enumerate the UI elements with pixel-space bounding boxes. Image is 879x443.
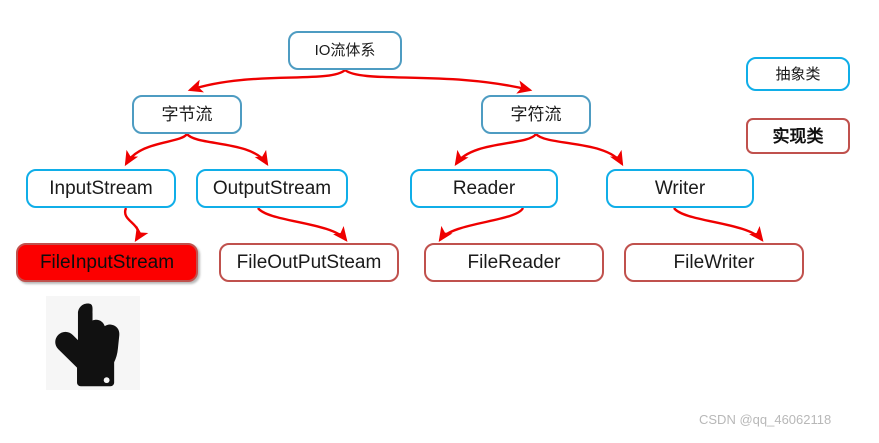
edge-input-stream-to-file-input-stream bbox=[123, 207, 149, 243]
node-output-stream[interactable]: OutputStream bbox=[196, 169, 348, 208]
node-byte-stream[interactable]: 字节流 bbox=[132, 95, 242, 134]
node-label: OutputStream bbox=[212, 178, 332, 199]
legend-label: 实现类 bbox=[772, 126, 824, 146]
node-io-stream-system[interactable]: IO流体系 bbox=[288, 31, 402, 70]
edge-byte-stream-to-input-stream bbox=[124, 133, 188, 167]
node-file-input-stream[interactable]: FileInputStream bbox=[16, 243, 198, 282]
node-file-reader[interactable]: FileReader bbox=[424, 243, 604, 282]
edge-byte-stream-to-output-stream bbox=[186, 133, 269, 167]
edge-writer-to-file-writer bbox=[673, 207, 764, 242]
edge-root-to-char-stream bbox=[344, 68, 533, 94]
node-label: IO流体系 bbox=[314, 42, 376, 59]
edge-char-stream-to-reader bbox=[454, 133, 537, 166]
edge-output-stream-to-file-output-steam bbox=[257, 207, 348, 242]
node-label: FileInputStream bbox=[39, 252, 175, 273]
legend-label: 抽象类 bbox=[775, 65, 821, 83]
node-label: 字节流 bbox=[161, 105, 213, 124]
node-label: Writer bbox=[654, 178, 706, 199]
node-label: FileOutPutSteam bbox=[236, 252, 382, 273]
node-file-writer[interactable]: FileWriter bbox=[624, 243, 804, 282]
legend-abstract-class: 抽象类 bbox=[746, 57, 850, 91]
node-label: Reader bbox=[452, 178, 516, 199]
edge-root-to-byte-stream bbox=[187, 69, 346, 93]
node-reader[interactable]: Reader bbox=[410, 169, 558, 208]
node-label: 字符流 bbox=[510, 105, 562, 124]
legend-implementation-class: 实现类 bbox=[746, 118, 850, 154]
node-file-output-steam[interactable]: FileOutPutSteam bbox=[219, 243, 399, 282]
watermark-text: CSDN @qq_46062118 bbox=[699, 412, 832, 427]
edge-char-stream-to-writer bbox=[535, 133, 624, 167]
node-writer[interactable]: Writer bbox=[606, 169, 754, 208]
node-input-stream[interactable]: InputStream bbox=[26, 169, 176, 208]
pointing-hand-icon bbox=[46, 296, 140, 390]
pointing-hand-glyph bbox=[55, 303, 120, 387]
node-label: FileWriter bbox=[673, 252, 755, 273]
node-char-stream[interactable]: 字符流 bbox=[481, 95, 591, 134]
node-label: InputStream bbox=[49, 178, 153, 199]
node-label: FileReader bbox=[467, 252, 561, 273]
edge-reader-to-file-reader bbox=[438, 207, 525, 242]
